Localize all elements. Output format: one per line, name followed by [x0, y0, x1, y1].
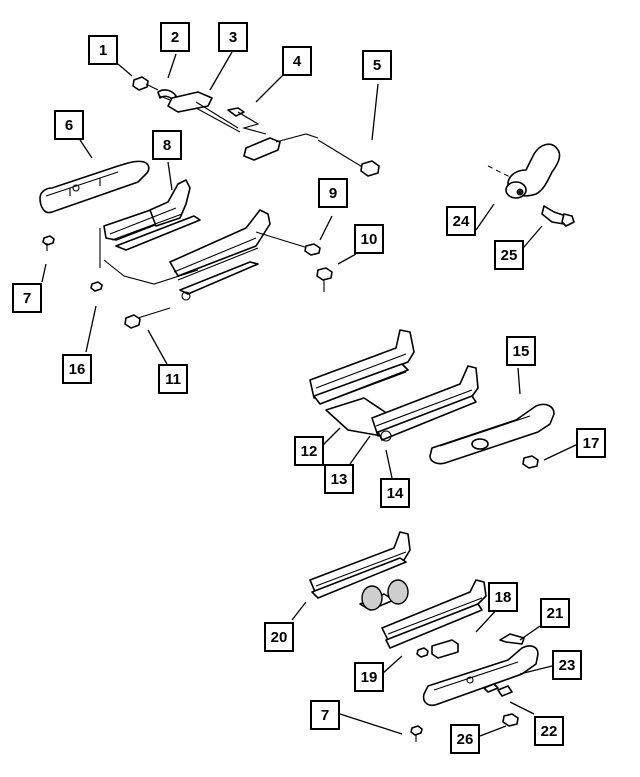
- shield-15: [429, 403, 555, 465]
- callout-23: 23: [552, 650, 582, 680]
- screw-7-bottom: [410, 725, 423, 742]
- handle-24: [487, 143, 561, 199]
- leader-lines: [41, 51, 579, 737]
- callout-6: 6: [54, 110, 84, 140]
- track-14: [371, 365, 479, 442]
- screw-7-top: [42, 235, 55, 251]
- screw-16: [90, 281, 103, 292]
- bolt-1: [132, 76, 159, 91]
- nut-10: [316, 267, 333, 292]
- screw-25: [541, 205, 575, 227]
- bolt-5: [360, 160, 380, 177]
- shield-6: [39, 160, 150, 214]
- callout-16: 16: [62, 354, 92, 384]
- track-12: [309, 329, 415, 405]
- switch-18: [416, 639, 459, 659]
- screw-26: [502, 713, 519, 727]
- callout-1: 1: [88, 35, 118, 65]
- screw-17: [522, 455, 539, 469]
- callout-4: 4: [282, 46, 312, 76]
- callout-26: 26: [450, 724, 480, 754]
- callout-8: 8: [152, 130, 182, 160]
- callout-25: 25: [494, 240, 524, 270]
- callout-20: 20: [264, 622, 294, 652]
- lever-assembly-3-4: [167, 91, 365, 169]
- callout-9: 9: [318, 178, 348, 208]
- callout-19: 19: [354, 662, 384, 692]
- callout-12: 12: [294, 436, 324, 466]
- callout-14: 14: [380, 478, 410, 508]
- callout-15: 15: [506, 336, 536, 366]
- callout-22: 22: [534, 716, 564, 746]
- callout-7-bottom: 7: [310, 700, 340, 730]
- power-track-20: [309, 531, 487, 649]
- callout-13: 13: [324, 464, 354, 494]
- bolt-11: [124, 307, 171, 329]
- callout-11: 11: [158, 364, 188, 394]
- callout-21: 21: [540, 598, 570, 628]
- knob-22: [497, 685, 513, 697]
- callout-10: 10: [354, 224, 384, 254]
- shield-23: [422, 645, 539, 707]
- callout-3: 3: [218, 22, 248, 52]
- bracket-21: [499, 633, 525, 645]
- callout-18: 18: [488, 582, 518, 612]
- callout-17: 17: [576, 428, 606, 458]
- callout-24: 24: [446, 206, 476, 236]
- callout-7-top: 7: [12, 283, 42, 313]
- callout-5: 5: [362, 50, 392, 80]
- frame-8: [99, 179, 271, 301]
- bolt-9: [255, 231, 321, 256]
- callout-2: 2: [160, 22, 190, 52]
